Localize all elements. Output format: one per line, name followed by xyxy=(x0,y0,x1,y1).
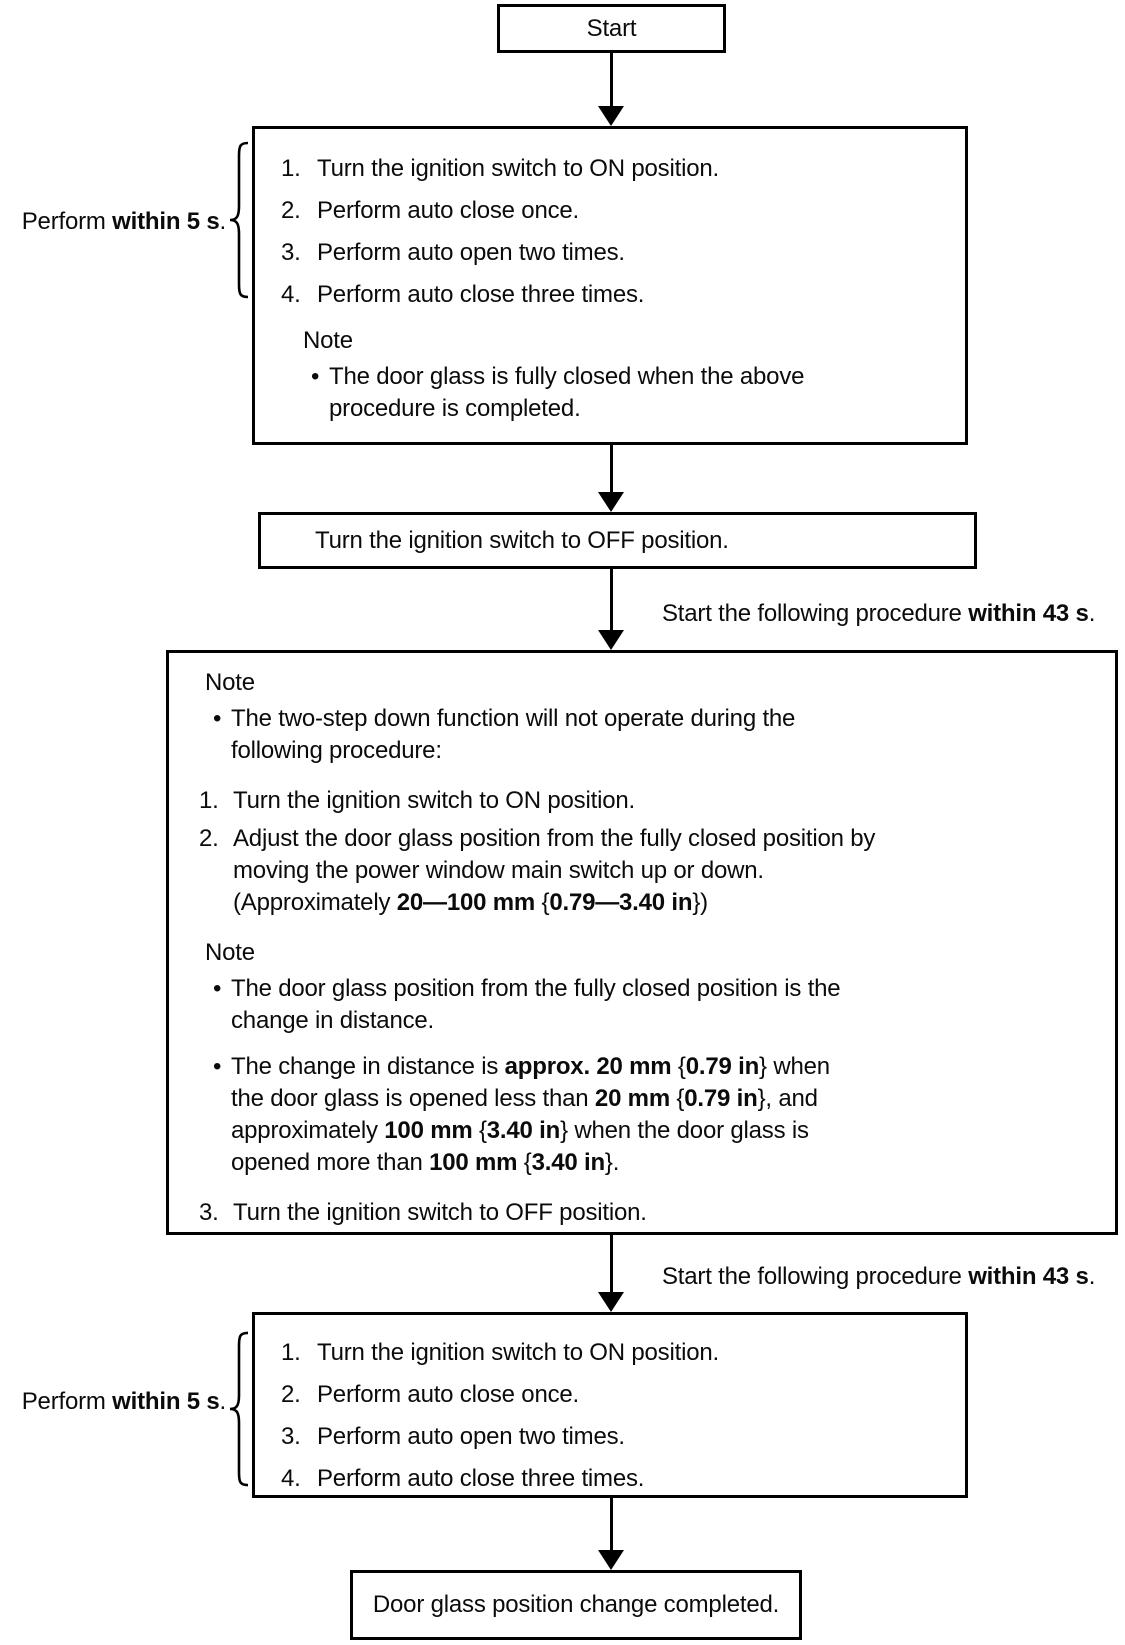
flow-arrow-2-head xyxy=(598,492,624,512)
left-brace-icon xyxy=(229,1331,249,1487)
bullet-icon: • xyxy=(213,705,222,732)
procedure-box-initial: 1. Turn the ignition switch to ON positi… xyxy=(252,126,968,445)
note-text: The change in distance is approx. 20 mm … xyxy=(231,1053,830,1176)
note-title: Note xyxy=(205,669,255,696)
list-item: 1. Turn the ignition switch to ON positi… xyxy=(199,785,1091,817)
adjust-procedure-box: Note • The two-step down function will n… xyxy=(166,650,1118,1235)
item-text: Adjust the door glass position from the … xyxy=(233,825,876,916)
within-43s-label-1: Start the following procedure within 43 … xyxy=(662,600,1096,627)
within-43s-label-2: Start the following procedure within 43 … xyxy=(662,1263,1096,1290)
flow-arrow-5-head xyxy=(598,1550,624,1570)
list-item: 3. Perform auto open two times. xyxy=(281,1421,945,1453)
bullet-icon: • xyxy=(213,1053,222,1080)
bullet-icon: • xyxy=(311,363,320,390)
list-item: 2. Adjust the door glass position from t… xyxy=(199,823,1091,919)
note-title: Note xyxy=(303,327,353,354)
flow-arrow-1-head xyxy=(598,106,624,126)
completed-label: Door glass position change completed. xyxy=(372,1591,780,1618)
note-bullet: • The door glass position from the fully… xyxy=(213,973,1091,1037)
flow-arrow-1-line xyxy=(610,53,613,107)
note-title: Note xyxy=(205,939,255,966)
item-number: 2. xyxy=(199,825,219,852)
item-number: 2. xyxy=(281,1381,301,1408)
item-number: 1. xyxy=(199,787,219,814)
flow-arrow-4-head xyxy=(598,1292,624,1312)
item-text: Perform auto close once. xyxy=(317,1381,580,1408)
flow-arrow-5-line xyxy=(610,1498,613,1552)
list-item: 1. Turn the ignition switch to ON positi… xyxy=(281,153,945,185)
note-text: The door glass is fully closed when the … xyxy=(329,363,805,422)
note-bullet: • The change in distance is approx. 20 m… xyxy=(213,1051,1091,1179)
perform-within-5s-label: Perform within 5 s. xyxy=(21,208,226,235)
item-number: 3. xyxy=(281,1423,301,1450)
list-item: 1. Turn the ignition switch to ON positi… xyxy=(281,1337,945,1369)
item-text: Turn the ignition switch to OFF position… xyxy=(233,1199,647,1226)
item-number: 4. xyxy=(281,281,301,308)
perform-within-5s-label: Perform within 5 s. xyxy=(21,1388,226,1415)
item-number: 3. xyxy=(199,1199,219,1226)
list-item: 4. Perform auto close three times. xyxy=(281,279,945,311)
item-text: Perform auto close three times. xyxy=(317,1465,645,1492)
list-item: 2. Perform auto close once. xyxy=(281,195,945,227)
start-node: Start xyxy=(497,4,726,53)
item-number: 3. xyxy=(281,239,301,266)
item-number: 1. xyxy=(281,1339,301,1366)
note-text: The door glass position from the fully c… xyxy=(231,975,841,1034)
list-item: 3. Turn the ignition switch to OFF posit… xyxy=(199,1197,1091,1229)
flow-arrow-3-head xyxy=(598,630,624,650)
item-number: 4. xyxy=(281,1465,301,1492)
list-item: 3. Perform auto open two times. xyxy=(281,237,945,269)
item-text: Perform auto open two times. xyxy=(317,1423,625,1450)
bullet-icon: • xyxy=(213,975,222,1002)
ignition-off-label: Turn the ignition switch to OFF position… xyxy=(315,526,729,554)
item-text: Turn the ignition switch to ON position. xyxy=(317,1339,719,1366)
item-number: 2. xyxy=(281,197,301,224)
list-item: 2. Perform auto close once. xyxy=(281,1379,945,1411)
start-node-label: Start xyxy=(586,14,637,42)
note-bullet: • The door glass is fully closed when th… xyxy=(311,361,945,425)
note-bullet: • The two-step down function will not op… xyxy=(213,703,1091,767)
procedure-box-repeat: 1. Turn the ignition switch to ON positi… xyxy=(252,1312,968,1498)
item-number: 1. xyxy=(281,155,301,182)
item-text: Perform auto open two times. xyxy=(317,239,625,266)
list-item: 4. Perform auto close three times. xyxy=(281,1463,945,1495)
completed-box: Door glass position change completed. xyxy=(350,1570,802,1640)
item-text: Turn the ignition switch to ON position. xyxy=(317,155,719,182)
item-text: Perform auto close three times. xyxy=(317,281,645,308)
note-text: The two-step down function will not oper… xyxy=(231,705,796,764)
left-brace-icon xyxy=(229,141,249,299)
item-text: Turn the ignition switch to ON position. xyxy=(233,787,635,814)
flow-arrow-2-line xyxy=(610,445,613,493)
ignition-off-box: Turn the ignition switch to OFF position… xyxy=(258,512,977,569)
flow-arrow-4-line xyxy=(610,1235,613,1294)
item-text: Perform auto close once. xyxy=(317,197,580,224)
flow-arrow-3-line xyxy=(610,569,613,631)
